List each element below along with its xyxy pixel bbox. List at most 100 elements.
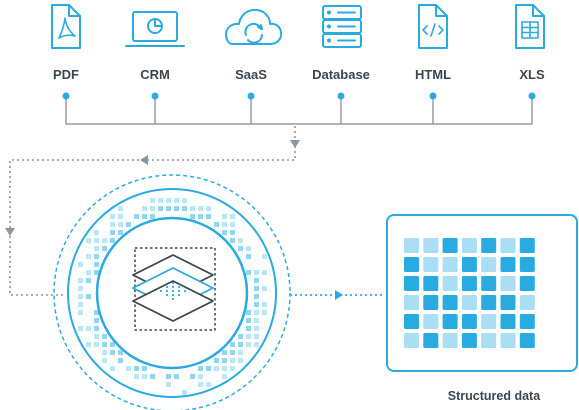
- halo-pixel: [150, 206, 155, 211]
- halo-pixel: [262, 310, 267, 315]
- halo-pixel: [262, 302, 267, 307]
- source-label-xls: XLS: [519, 67, 545, 82]
- center-dot: [171, 289, 175, 293]
- source-bus-line: [65, 96, 533, 125]
- center-dot: [177, 285, 181, 289]
- halo-pixel: [150, 374, 155, 379]
- source-label-pdf: PDF: [53, 67, 79, 82]
- center-dot: [171, 293, 175, 297]
- halo-pixel: [110, 214, 115, 219]
- halo-pixel: [118, 222, 123, 227]
- halo-pixel: [110, 222, 115, 227]
- halo-pixel: [254, 318, 259, 323]
- halo-pixel: [198, 206, 203, 211]
- arrow-down-icon-left: [5, 228, 15, 236]
- arrow-down-icon: [290, 140, 300, 148]
- halo-pixel: [78, 310, 83, 315]
- halo-pixel: [198, 366, 203, 371]
- halo-pixel: [78, 326, 83, 331]
- grid-cell: [442, 276, 458, 291]
- halo-pixel: [78, 302, 83, 307]
- halo-pixel: [230, 350, 235, 355]
- structured-data-panel: [386, 214, 578, 372]
- halo-pixel: [110, 230, 115, 235]
- halo-pixel: [182, 390, 187, 395]
- halo-pixel: [118, 350, 123, 355]
- halo-pixel: [166, 206, 171, 211]
- halo-pixel: [86, 238, 91, 243]
- outer-ring: [67, 188, 277, 398]
- halo-pixel: [78, 294, 83, 299]
- halo-pixel: [86, 278, 91, 283]
- grid-cell: [500, 257, 516, 272]
- grid-cell: [519, 238, 535, 253]
- halo-pixel: [206, 382, 211, 387]
- halo-pixel: [110, 342, 115, 347]
- halo-pixel: [110, 350, 115, 355]
- halo-pixel: [246, 310, 251, 315]
- grid-cell: [423, 295, 439, 310]
- halo-pixel: [230, 230, 235, 235]
- grid-cell: [461, 238, 477, 253]
- halo-pixel: [222, 374, 227, 379]
- grid-cell: [442, 257, 458, 272]
- grid-cell: [442, 295, 458, 310]
- halo-pixel: [254, 342, 259, 347]
- arrow-right-icon: [335, 290, 343, 300]
- halo-pixel: [246, 334, 251, 339]
- halo-pixel: [94, 246, 99, 251]
- halo-pixel: [198, 382, 203, 387]
- grid-cell: [481, 314, 497, 329]
- halo-pixel: [86, 294, 91, 299]
- halo-pixel: [110, 238, 115, 243]
- grid-cell: [423, 238, 439, 253]
- halo-pixel: [142, 366, 147, 371]
- halo-pixel: [94, 310, 99, 315]
- halo-pixel: [158, 206, 163, 211]
- laptop-chart-icon: [125, 11, 185, 47]
- connector-dot-xls: [528, 92, 536, 100]
- output-label: Structured data: [448, 389, 541, 403]
- halo-pixel: [182, 206, 187, 211]
- halo-pixel: [214, 358, 219, 363]
- halo-pixel: [102, 350, 107, 355]
- halo-pixel: [222, 230, 227, 235]
- center-dot: [165, 293, 169, 297]
- cloud-sync-icon: [225, 8, 283, 45]
- halo-pixel: [182, 198, 187, 203]
- halo-pixel: [254, 302, 259, 307]
- halo-pixel: [246, 342, 251, 347]
- grid-cell: [519, 295, 535, 310]
- source-label-saas: SaaS: [235, 67, 267, 82]
- grid-cell: [519, 333, 535, 348]
- grid-cell: [461, 314, 477, 329]
- halo-pixel: [222, 358, 227, 363]
- halo-pixel: [94, 342, 99, 347]
- halo-pixel: [222, 222, 227, 227]
- grid-cell: [404, 257, 419, 272]
- halo-pixel: [238, 342, 243, 347]
- layered-stack-icon: [132, 247, 216, 331]
- halo-pixel: [94, 254, 99, 259]
- data-grid-icon: [404, 238, 535, 348]
- grid-cell: [461, 257, 477, 272]
- halo-pixel: [262, 286, 267, 291]
- halo-pixel: [238, 350, 243, 355]
- halo-pixel: [246, 270, 251, 275]
- grid-cell: [404, 333, 419, 348]
- grid-cell: [404, 276, 419, 291]
- halo-pixel: [246, 326, 251, 331]
- halo-pixel: [78, 286, 83, 291]
- pixel-halo: [78, 198, 267, 395]
- grid-cell: [500, 295, 516, 310]
- grid-cell: [442, 314, 458, 329]
- arrow-left-icon: [140, 155, 148, 165]
- halo-pixel: [214, 366, 219, 371]
- halo-pixel: [86, 270, 91, 275]
- halo-pixel: [222, 366, 227, 371]
- halo-pixel: [134, 374, 139, 379]
- grid-cell: [519, 276, 535, 291]
- halo-pixel: [262, 254, 267, 259]
- center-dot: [183, 289, 187, 293]
- halo-pixel: [134, 366, 139, 371]
